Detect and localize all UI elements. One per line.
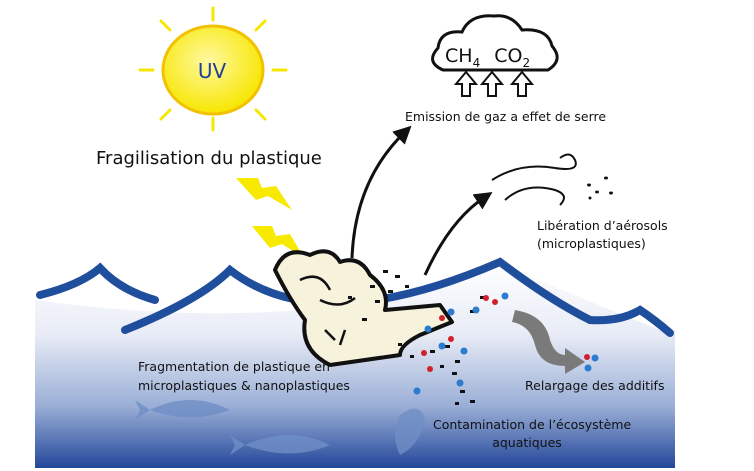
svg-text:CH4 CO2: CH4 CO2	[445, 45, 530, 72]
label-contamination-1: Contamination de l’écosystème	[433, 417, 631, 432]
additive-particles	[413, 292, 599, 395]
arrow-aerosols	[423, 192, 493, 276]
gas-ch4-subscript: 4	[473, 56, 481, 70]
label-fragmentation-1: Fragmentation de plastique en	[138, 359, 330, 374]
gas-co2: CO	[494, 45, 522, 67]
label-aerosols-1: Libération d’aérosols	[537, 218, 668, 233]
plastic-bottle-icon	[273, 249, 454, 367]
label-fragmentation-2: microplastiques & nanoplastiques	[138, 378, 350, 393]
lightning-icon	[236, 178, 304, 258]
label-contamination-2: aquatiques	[492, 435, 562, 450]
label-emission: Emission de gaz a effet de serre	[405, 109, 606, 124]
gas-co2-subscript: 2	[522, 56, 530, 70]
arrow-additifs	[512, 310, 585, 374]
aerosol-particles	[587, 176, 613, 200]
uv-label: UV	[198, 59, 227, 83]
title-fragilisation: Fragilisation du plastique	[96, 148, 322, 169]
arrow-emission	[350, 125, 412, 259]
gas-ch4: CH	[445, 45, 473, 67]
microplastic-fragments	[348, 270, 484, 405]
fish-icon	[135, 400, 425, 455]
wind-icon	[491, 153, 577, 206]
cloud-icon	[431, 14, 559, 97]
label-additifs: Relargage des additifs	[525, 378, 664, 393]
sun-icon	[138, 6, 288, 132]
wave	[36, 257, 674, 337]
label-aerosols-2: (microplastiques)	[537, 236, 646, 251]
